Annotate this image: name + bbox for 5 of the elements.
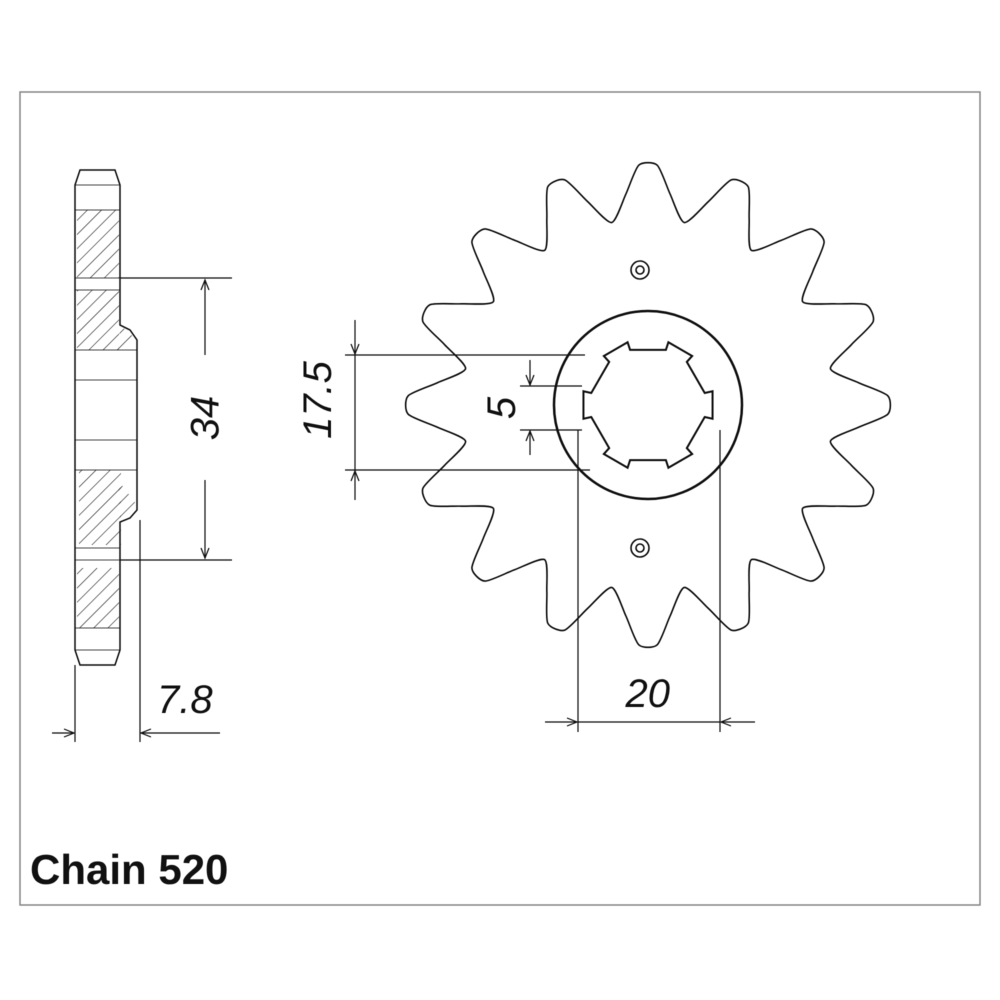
dimension-label: 7.8 [157, 680, 213, 720]
dimension-label: 5 [482, 396, 522, 420]
chain-size-label: Chain 520 [30, 849, 228, 891]
dimension-label: 17.5 [298, 361, 338, 439]
dimension-label: 20 [626, 674, 670, 714]
